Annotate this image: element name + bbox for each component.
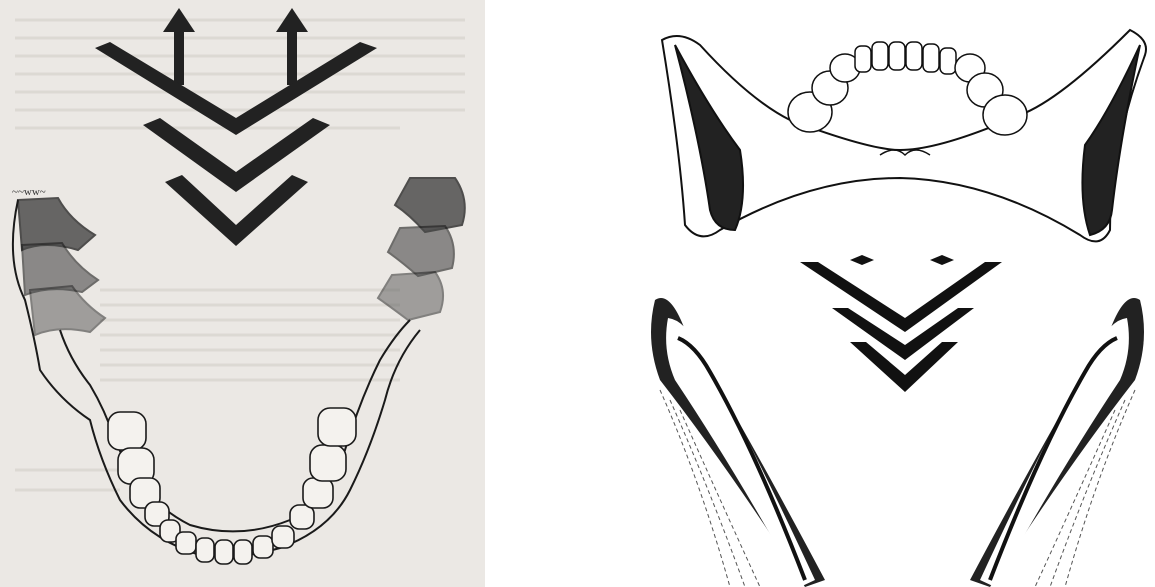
tooth [253, 536, 273, 558]
tooth [872, 42, 888, 70]
tooth [272, 526, 294, 548]
left-mandible-figure: ~~ww~ [0, 0, 485, 587]
tooth [310, 445, 346, 481]
tooth [176, 532, 196, 554]
tooth [855, 46, 871, 72]
tooth [108, 412, 146, 450]
tooth [940, 48, 956, 74]
right-figure-svg [640, 0, 1155, 587]
left-figure-svg: ~~ww~ [0, 0, 485, 587]
tooth [983, 95, 1027, 135]
tooth [234, 540, 252, 564]
tooth [318, 408, 356, 446]
tooth [215, 540, 233, 564]
right-mandible-figure [640, 0, 1155, 587]
tooth [906, 42, 922, 70]
tooth [196, 538, 214, 562]
tooth [290, 505, 314, 529]
tooth [923, 44, 939, 72]
tooth [303, 478, 333, 508]
tooth [889, 42, 905, 70]
corner-scribble: ~~ww~ [12, 186, 46, 198]
